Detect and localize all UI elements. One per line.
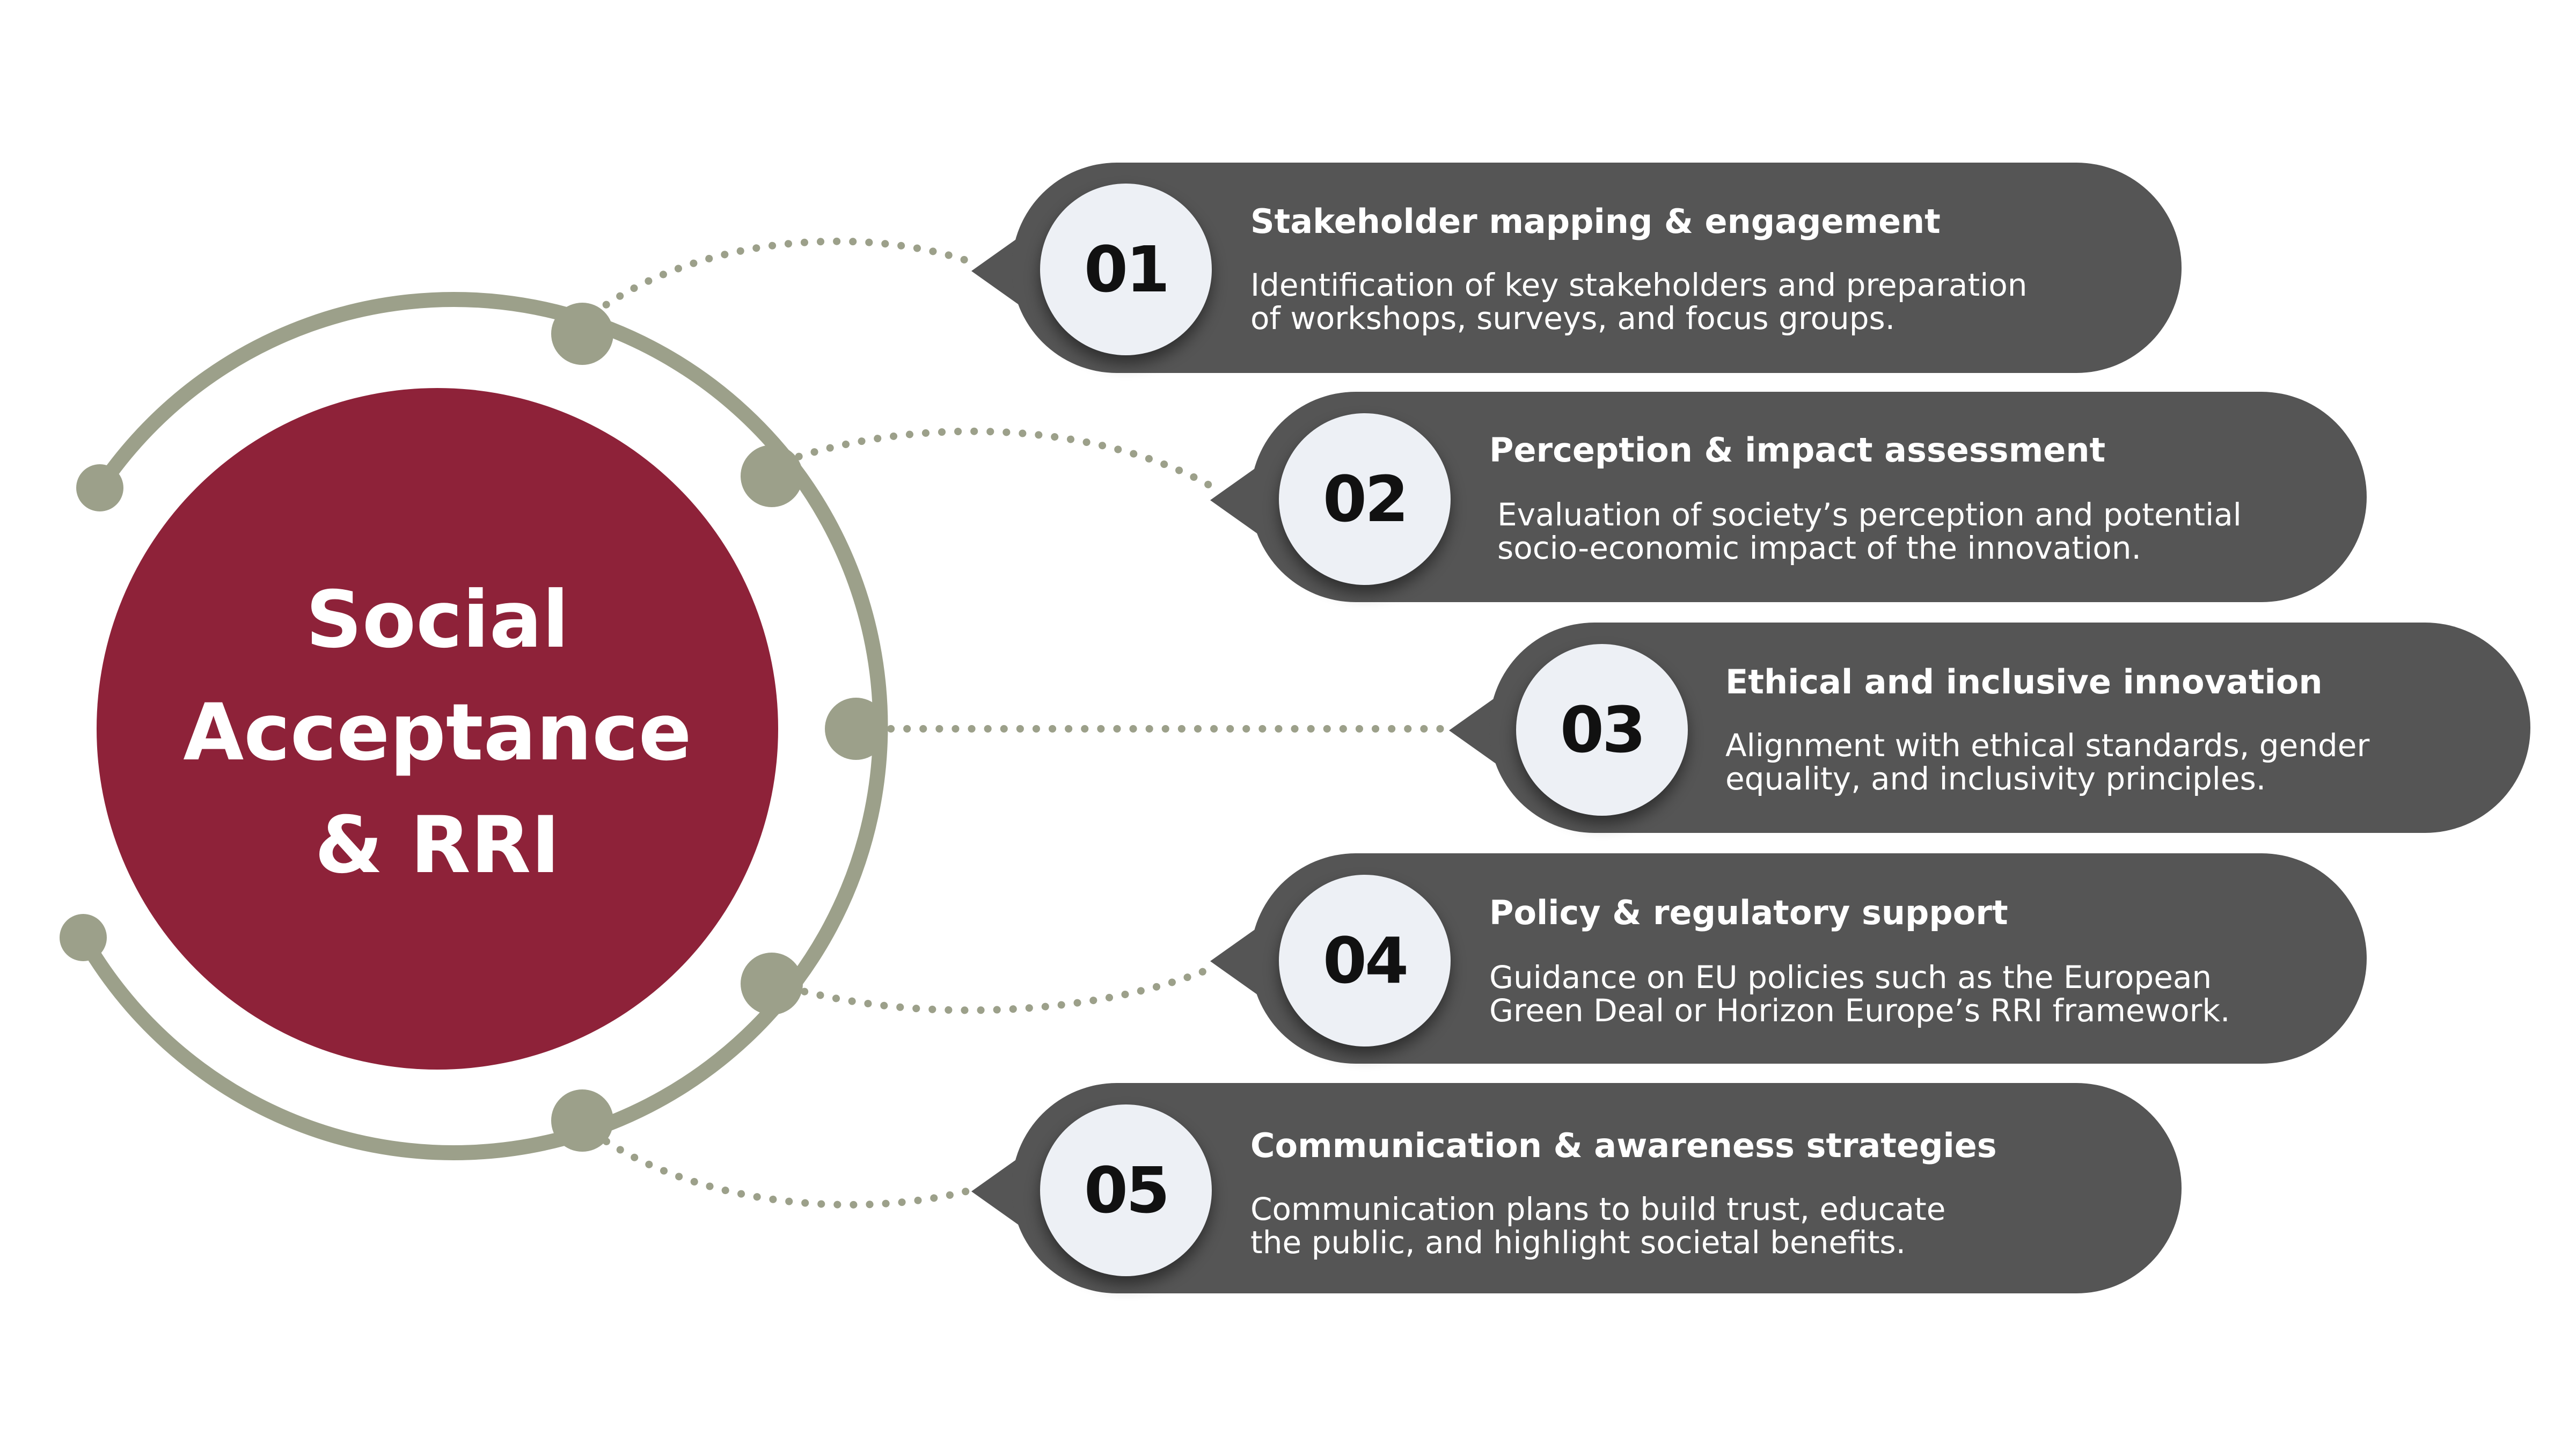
item-title-02: Perception & impact assessment <box>1489 430 2106 470</box>
hub-title-line: Social <box>305 574 569 665</box>
item-description-line: Green Deal or Horizon Europe’s RRI frame… <box>1489 992 2230 1029</box>
connector-01 <box>589 237 970 318</box>
item-number-badge-03: 03 <box>1516 644 1688 816</box>
item-title-04: Policy & regulatory support <box>1489 893 2008 932</box>
item-description-01: Identification of key stakeholders and p… <box>1250 268 2028 335</box>
hub-title-line: & RRI <box>314 800 560 891</box>
hub-title-line: Acceptance <box>183 687 692 778</box>
item-description-line: Communication plans to build trust, educ… <box>1250 1191 1946 1227</box>
connector-02 <box>780 427 1214 489</box>
item-number-badge-05: 05 <box>1040 1104 1212 1276</box>
ring-node-03 <box>825 698 887 760</box>
item-title-03: Ethical and inclusive innovation <box>1725 662 2323 701</box>
item-number-badge-01: 01 <box>1040 184 1212 355</box>
ring-end-top <box>76 464 123 511</box>
item-description-04: Guidance on EU policies such as the Euro… <box>1489 961 2230 1027</box>
item-description-line: the public, and highlight societal benef… <box>1250 1224 1906 1261</box>
item-description-line: Identification of key stakeholders and p… <box>1250 267 2028 303</box>
hub-title: Social Acceptance & RRI <box>97 564 778 902</box>
item-description-03: Alignment with ethical standards, gender… <box>1725 729 2369 795</box>
item-description-line: equality, and inclusivity principles. <box>1725 760 2266 797</box>
item-number-badge-04: 04 <box>1279 875 1451 1046</box>
connector-05 <box>589 1129 970 1209</box>
item-description-line: of workshops, surveys, and focus groups. <box>1250 300 1896 336</box>
connector-04 <box>785 965 1214 1014</box>
item-description-line: socio-economic impact of the innovation. <box>1497 530 2141 566</box>
item-description-line: Guidance on EU policies such as the Euro… <box>1489 959 2212 996</box>
hub-circle <box>97 388 778 1070</box>
item-title-01: Stakeholder mapping & engagement <box>1250 202 1941 241</box>
item-number-badge-02: 02 <box>1279 413 1451 585</box>
ring-node-01 <box>551 303 613 365</box>
item-description-05: Communication plans to build trust, educ… <box>1250 1192 1945 1259</box>
ring-node-05 <box>551 1089 613 1152</box>
item-title-05: Communication & awareness strategies <box>1250 1126 1997 1165</box>
ring-node-02 <box>741 445 803 507</box>
ring-node-04 <box>741 953 803 1015</box>
ring-end-bottom <box>60 914 107 961</box>
item-description-line: Alignment with ethical standards, gender <box>1725 727 2370 764</box>
item-description-line: Evaluation of society’s perception and p… <box>1497 496 2242 533</box>
item-description-02: Evaluation of society’s perception and p… <box>1497 498 2242 565</box>
